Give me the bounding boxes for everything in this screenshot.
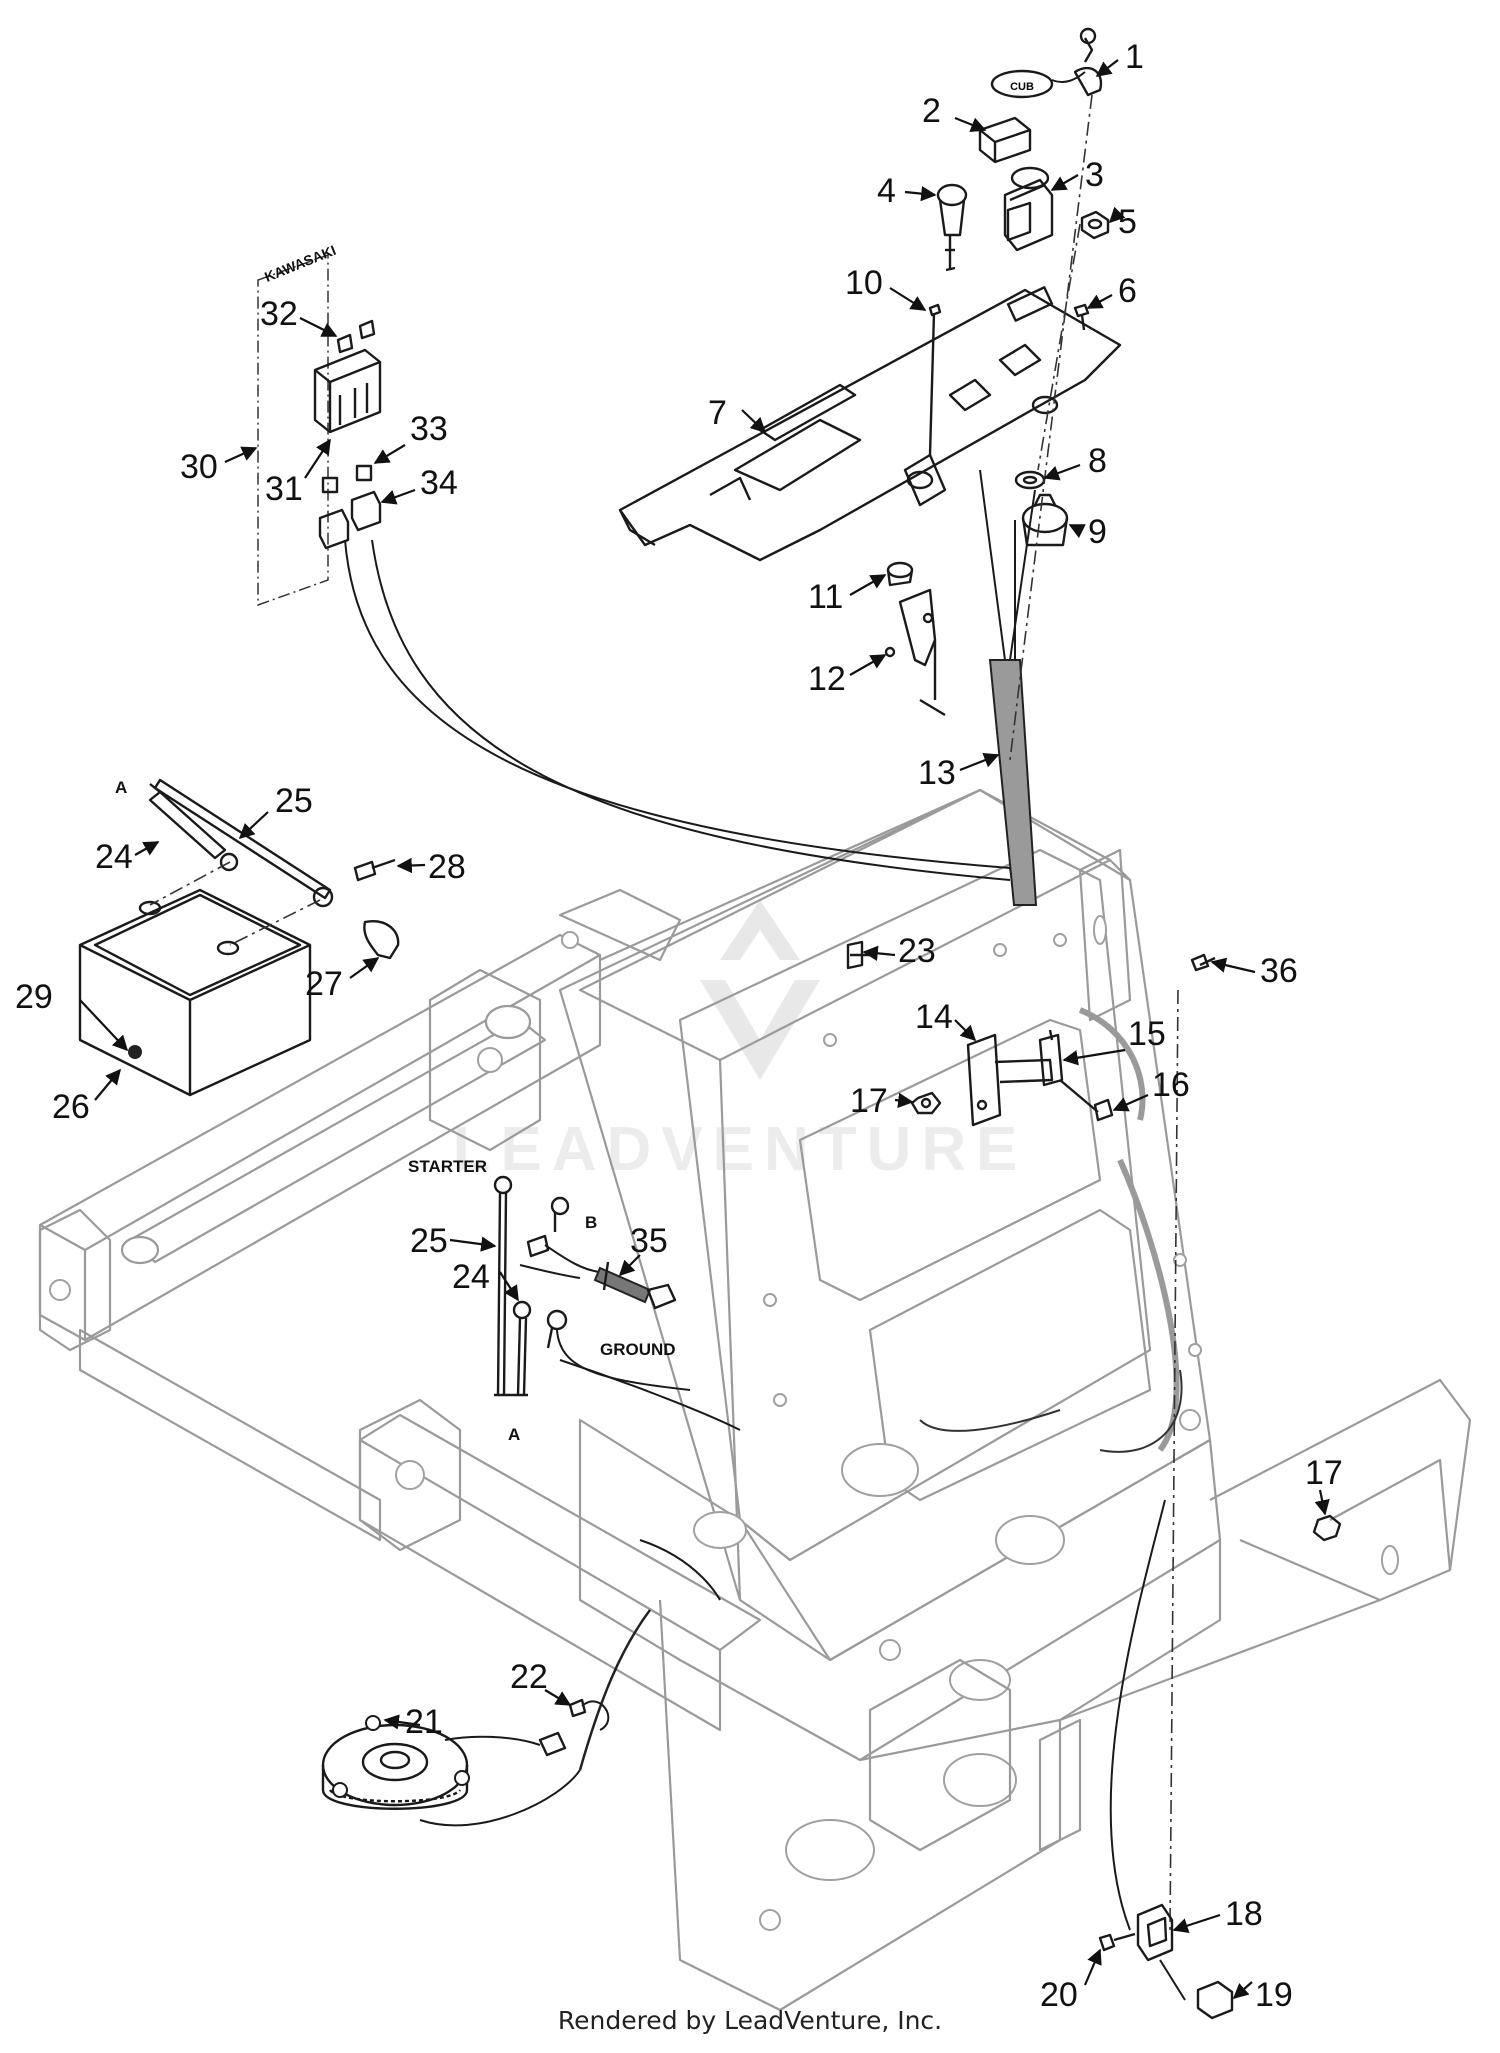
callout-33: 33 [410,410,448,448]
callout-15: 15 [1128,1015,1166,1053]
callout-13: 13 [918,754,956,792]
seat-switch-parts [1098,1903,1234,2020]
callout-3: 3 [1085,156,1104,194]
callout-32: 32 [260,295,298,333]
terminal-b-label: B [585,1213,597,1232]
cable-end-a-bottom: A [508,1425,520,1444]
callout-17a: 17 [850,1082,888,1120]
callout-17b: 17 [1305,1454,1343,1492]
callout-9: 9 [1088,513,1107,551]
switch-plate [618,286,1122,562]
callout-19: 19 [1255,1976,1293,2014]
callout-27: 27 [305,965,343,1003]
callout-34: 34 [420,464,458,502]
callout-23: 23 [898,932,936,970]
cable-end-a: A [115,778,127,797]
callout-22: 22 [510,1658,548,1696]
watermark-text: LEADVENTURE [452,1115,1027,1184]
svg-text:CUB: CUB [1010,81,1034,93]
callout-numbers: 1 2 3 4 5 6 7 8 9 10 11 12 13 14 15 16 1… [15,38,1343,2014]
callout-26: 26 [52,1088,90,1126]
callout-6: 6 [1118,272,1137,310]
callout-1: 1 [1125,38,1144,76]
callout-36: 36 [1260,952,1298,990]
pto-clutch [321,1698,610,1810]
callout-14: 14 [915,998,953,1036]
callout-12: 12 [808,660,846,698]
callout-10: 10 [845,264,883,302]
callout-31: 31 [265,470,303,508]
callout-5: 5 [1118,203,1137,241]
callout-28: 28 [428,848,466,886]
starter-label: STARTER [408,1157,487,1176]
footer-credit: Rendered by LeadVenture, Inc. [557,2006,943,2035]
wire-harness [344,469,1183,1931]
chassis-frame [38,788,1472,2012]
callout-25a: 25 [275,782,313,820]
callout-8: 8 [1088,442,1107,480]
callout-18: 18 [1225,1895,1263,1933]
callout-21: 21 [405,1703,443,1741]
leader-lines [79,59,1330,2000]
callout-16: 16 [1152,1066,1190,1104]
kawasaki-label: KAWASAKI [262,242,338,285]
starter-ground-group: STARTER GROUND B A [408,1157,691,1444]
alignment-lines [1009,94,1179,1931]
battery-group: A [78,778,400,1097]
callout-29: 29 [15,978,53,1016]
ground-label: GROUND [600,1340,676,1359]
callout-11: 11 [808,578,843,616]
watermark: LEADVENTURE [452,900,1027,1184]
callout-4: 4 [877,172,896,210]
callout-25b: 25 [410,1222,448,1260]
callout-24b: 24 [452,1258,490,1296]
callout-35: 35 [630,1222,668,1260]
callout-20: 20 [1040,1976,1078,2014]
callout-30: 30 [180,448,218,486]
callout-2: 2 [922,92,941,130]
callout-7: 7 [708,394,727,432]
seat-switch-bracket [846,940,1342,1542]
callout-24a: 24 [95,838,133,876]
ignition-switch-parts: CUB [884,27,1110,717]
